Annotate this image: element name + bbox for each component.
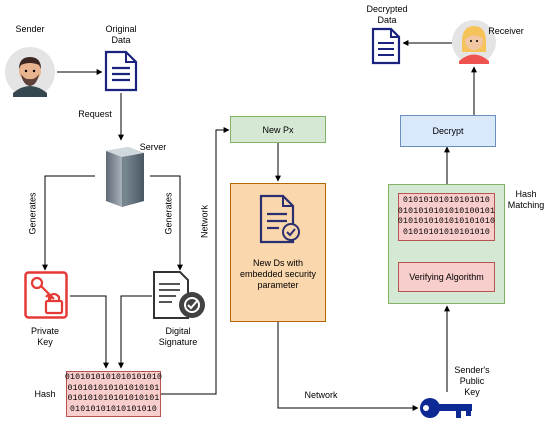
sender-avatar: [5, 47, 55, 97]
hash-right-row: 0101010101010100101: [397, 206, 496, 216]
hash-right-row: 01010101010101010: [403, 227, 490, 237]
generates-right-label: Generates: [163, 192, 174, 235]
hash-right-row: 01010101010101010: [403, 196, 490, 205]
new-px-label: New Px: [262, 124, 294, 135]
original-data-label: Original Data: [105, 24, 137, 45]
senders-public-key-label: Sender's Public Key: [454, 365, 490, 397]
decrypt-label: Decrypt: [432, 126, 464, 136]
request-label: Request: [78, 109, 112, 119]
arrow-hash-to-new-px: [161, 127, 230, 395]
arrow-new-ds-to-public-key: [277, 322, 419, 411]
arrow-server-to-private-key: [42, 175, 95, 271]
arrow-server-to-signature: [150, 175, 183, 271]
private-key-label: Private Key: [30, 326, 59, 347]
decrypted-data-label: Decrypted Data: [366, 4, 408, 25]
arrow-signature-to-hash: [118, 295, 152, 369]
network-vertical-label: Network: [199, 205, 210, 239]
hash-right-row: 0101010101010101010: [397, 217, 496, 226]
new-px-box: New Px: [230, 116, 326, 143]
hash-right-text: 01010101010101010 0101010101010100101 01…: [398, 196, 495, 238]
private-key-icon: [24, 271, 68, 319]
hash-box-right: 01010101010101010 0101010101010100101 01…: [398, 193, 495, 241]
hash-left-row: 0101010101010101010: [64, 373, 163, 382]
hash-left-text: 0101010101010101010 010101010101010101 0…: [65, 373, 162, 415]
document-check-icon: [259, 194, 300, 244]
verifying-algorithm-box: Verifying Algorithm: [398, 262, 495, 292]
verifying-algorithm-label: Verifying Algorithm: [409, 272, 484, 282]
document-icon: [104, 50, 138, 92]
arrow-private-key-to-hash: [70, 295, 109, 369]
server-label: Server: [139, 142, 167, 152]
public-key-icon: [418, 394, 476, 422]
sender-label: Sender: [15, 24, 45, 34]
new-ds-label: New Ds with embedded security parameter: [239, 258, 317, 290]
generates-left-label: Generates: [27, 192, 38, 235]
hash-matching-label: Hash Matching: [507, 189, 545, 210]
decrypted-document-icon: [371, 27, 401, 65]
server-icon: [96, 145, 148, 209]
hash-box-left: 0101010101010101010 010101010101010101 0…: [65, 371, 162, 417]
network-bottom-label: Network: [304, 390, 338, 400]
new-ds-box: New Ds with embedded security parameter: [230, 183, 326, 322]
hash-left-row: 010101010101010101: [67, 383, 160, 393]
hash-left-row: 010101010101010101: [67, 394, 160, 403]
receiver-avatar: [452, 20, 496, 64]
decrypt-box: Decrypt: [400, 115, 496, 147]
digital-signature-label: Digital Signature: [158, 326, 198, 347]
digital-signature-icon: [152, 270, 208, 322]
hash-left-row: 01010101010101010: [70, 404, 157, 414]
receiver-label: Receiver: [488, 26, 524, 36]
hash-left-label: Hash: [34, 389, 56, 399]
